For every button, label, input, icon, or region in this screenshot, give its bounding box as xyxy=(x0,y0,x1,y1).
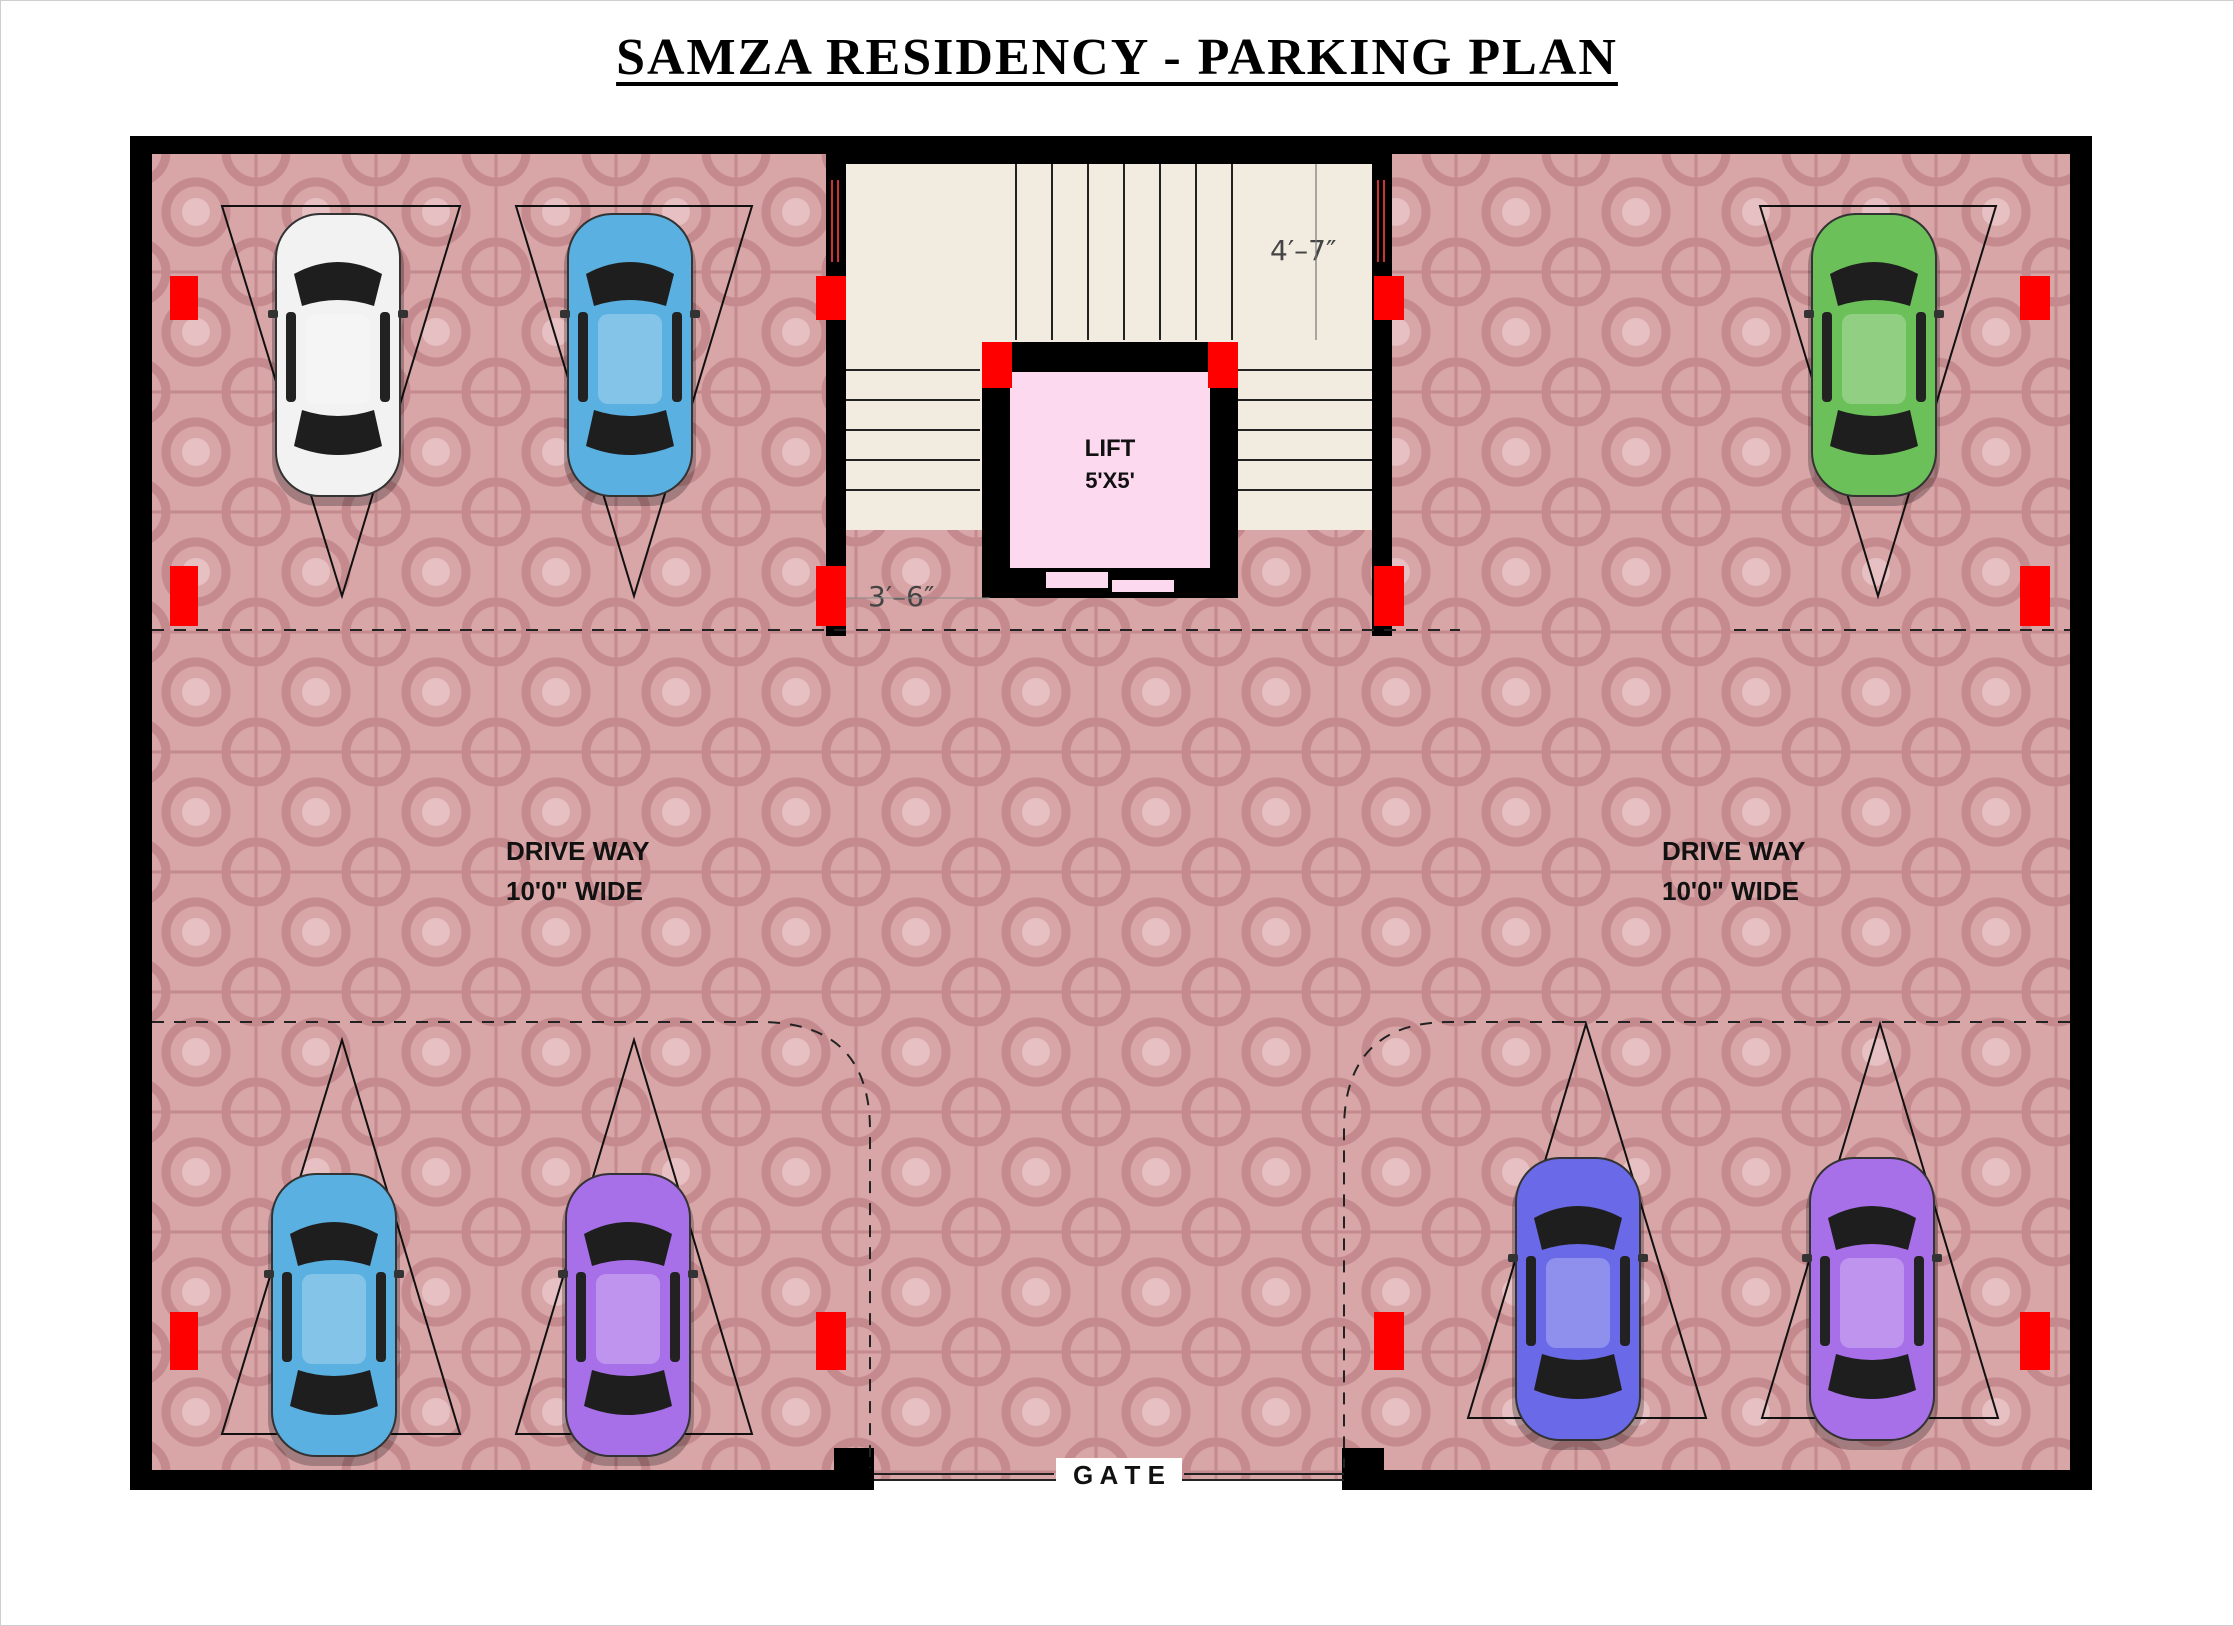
page-title: SAMZA RESIDENCY - PARKING PLAN xyxy=(616,29,1618,86)
columns xyxy=(170,276,2050,1370)
car-blue-top xyxy=(560,213,700,506)
parking-boundary-lines xyxy=(152,629,2070,1468)
stair-width-dimension: 4′–7″ xyxy=(1270,234,1336,267)
gate: G A T E xyxy=(874,1458,1344,1492)
gate-label: G A T E xyxy=(1073,1460,1165,1490)
lift-size-label: 5'X5' xyxy=(1085,468,1135,493)
lift-shaft: LIFT 5'X5' xyxy=(982,342,1238,598)
car-white xyxy=(268,213,408,506)
driveway-left-width: 10'0" WIDE xyxy=(506,876,643,906)
car-green xyxy=(1804,213,1944,506)
parked-cars xyxy=(264,213,1944,1466)
car-indigo xyxy=(1508,1157,1648,1450)
landing-dimension: 3′–6″ xyxy=(868,580,934,613)
car-purple-left xyxy=(558,1173,698,1466)
driveway-right-width: 10'0" WIDE xyxy=(1662,876,1799,906)
outer-walls xyxy=(130,136,2092,1490)
car-purple-right xyxy=(1802,1157,1942,1450)
driveway-left-label: DRIVE WAY xyxy=(506,836,650,866)
car-blue-bottom xyxy=(264,1173,404,1466)
driveway-right-label: DRIVE WAY xyxy=(1662,836,1806,866)
lift-label: LIFT xyxy=(1085,435,1136,462)
